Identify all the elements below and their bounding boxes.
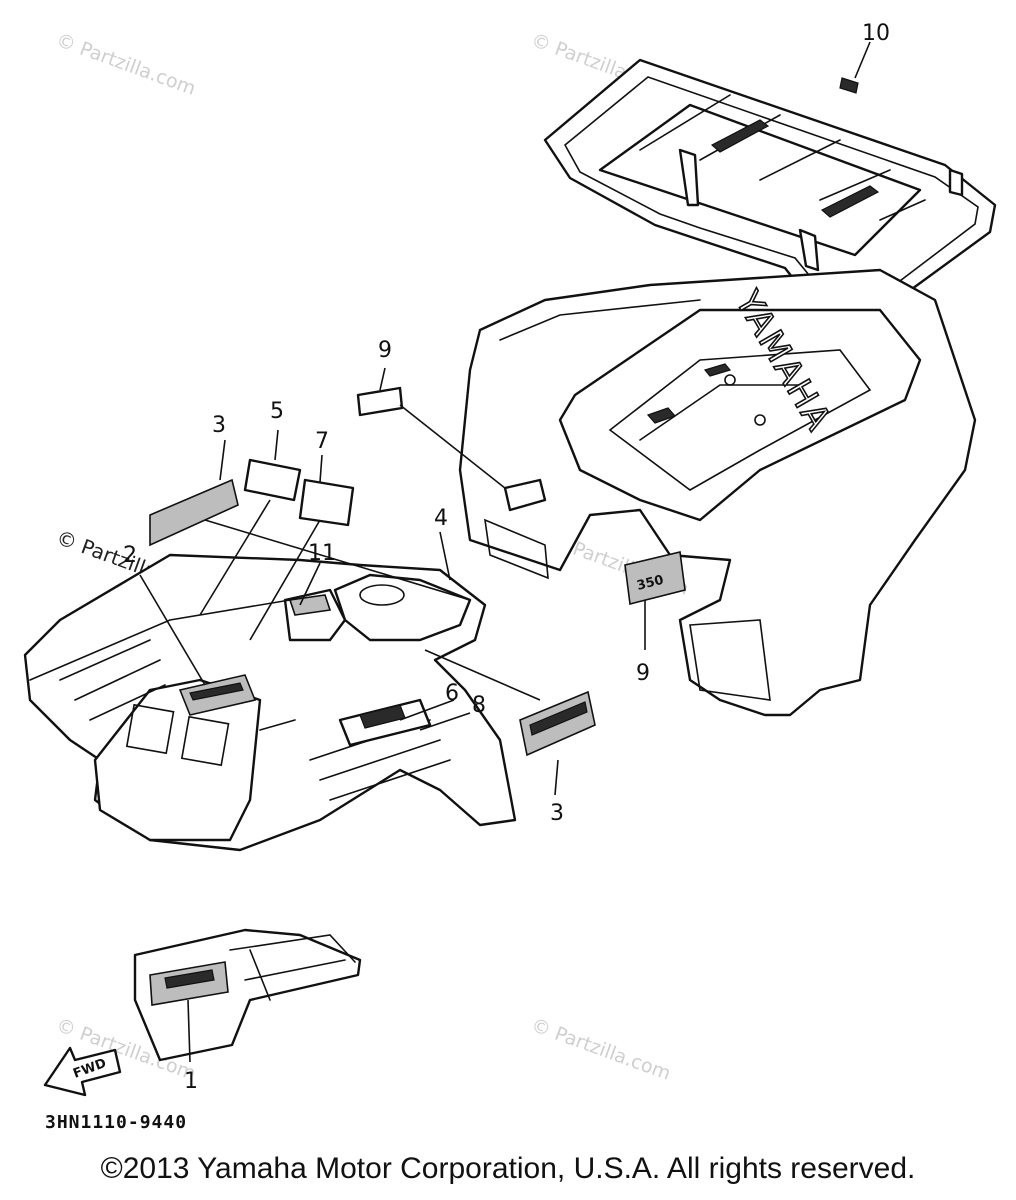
watermark-top-left: © Partzilla.com [53, 29, 198, 100]
callout-8: 8 [472, 693, 486, 718]
decal-part-3-left [149, 478, 239, 547]
decal-part-9-upper [356, 386, 547, 512]
decal-part-3-right [519, 690, 596, 757]
callout-1: 1 [184, 1069, 198, 1094]
callout-10: 10 [862, 21, 890, 46]
leader-lines [139, 41, 871, 796]
decal-part-7 [298, 478, 355, 527]
callout-7: 7 [315, 429, 329, 454]
copyright-notice: ©2013 Yamaha Motor Corporation, U.S.A. A… [100, 1152, 916, 1185]
rear-carrier-rack [543, 58, 997, 307]
front-carrier [133, 928, 362, 1063]
callout-3-left: 3 [212, 413, 226, 438]
watermark-bottom-center: © Partzilla.com [528, 1014, 673, 1085]
callout-9-upper: 9 [378, 338, 392, 363]
decal-350-text: 350 [635, 573, 665, 594]
callout-4: 4 [434, 506, 448, 531]
figure-code: 3HN1110-9440 [45, 1112, 187, 1133]
decal-part-9-350: 350 [624, 551, 686, 650]
callout-2: 2 [123, 543, 137, 568]
callouts: 10 9 3 5 7 2 11 4 6 8 9 3 1 [123, 21, 890, 1094]
decal-part-5 [243, 458, 302, 502]
callout-5: 5 [270, 399, 284, 424]
fwd-arrow: FWD [43, 1046, 122, 1097]
callout-6: 6 [445, 681, 459, 706]
rear-fender: YAMAHA [458, 268, 977, 717]
callout-9-lower: 9 [636, 661, 650, 686]
callout-3-right: 3 [550, 801, 564, 826]
callout-11: 11 [308, 541, 336, 566]
front-fender [23, 553, 517, 852]
